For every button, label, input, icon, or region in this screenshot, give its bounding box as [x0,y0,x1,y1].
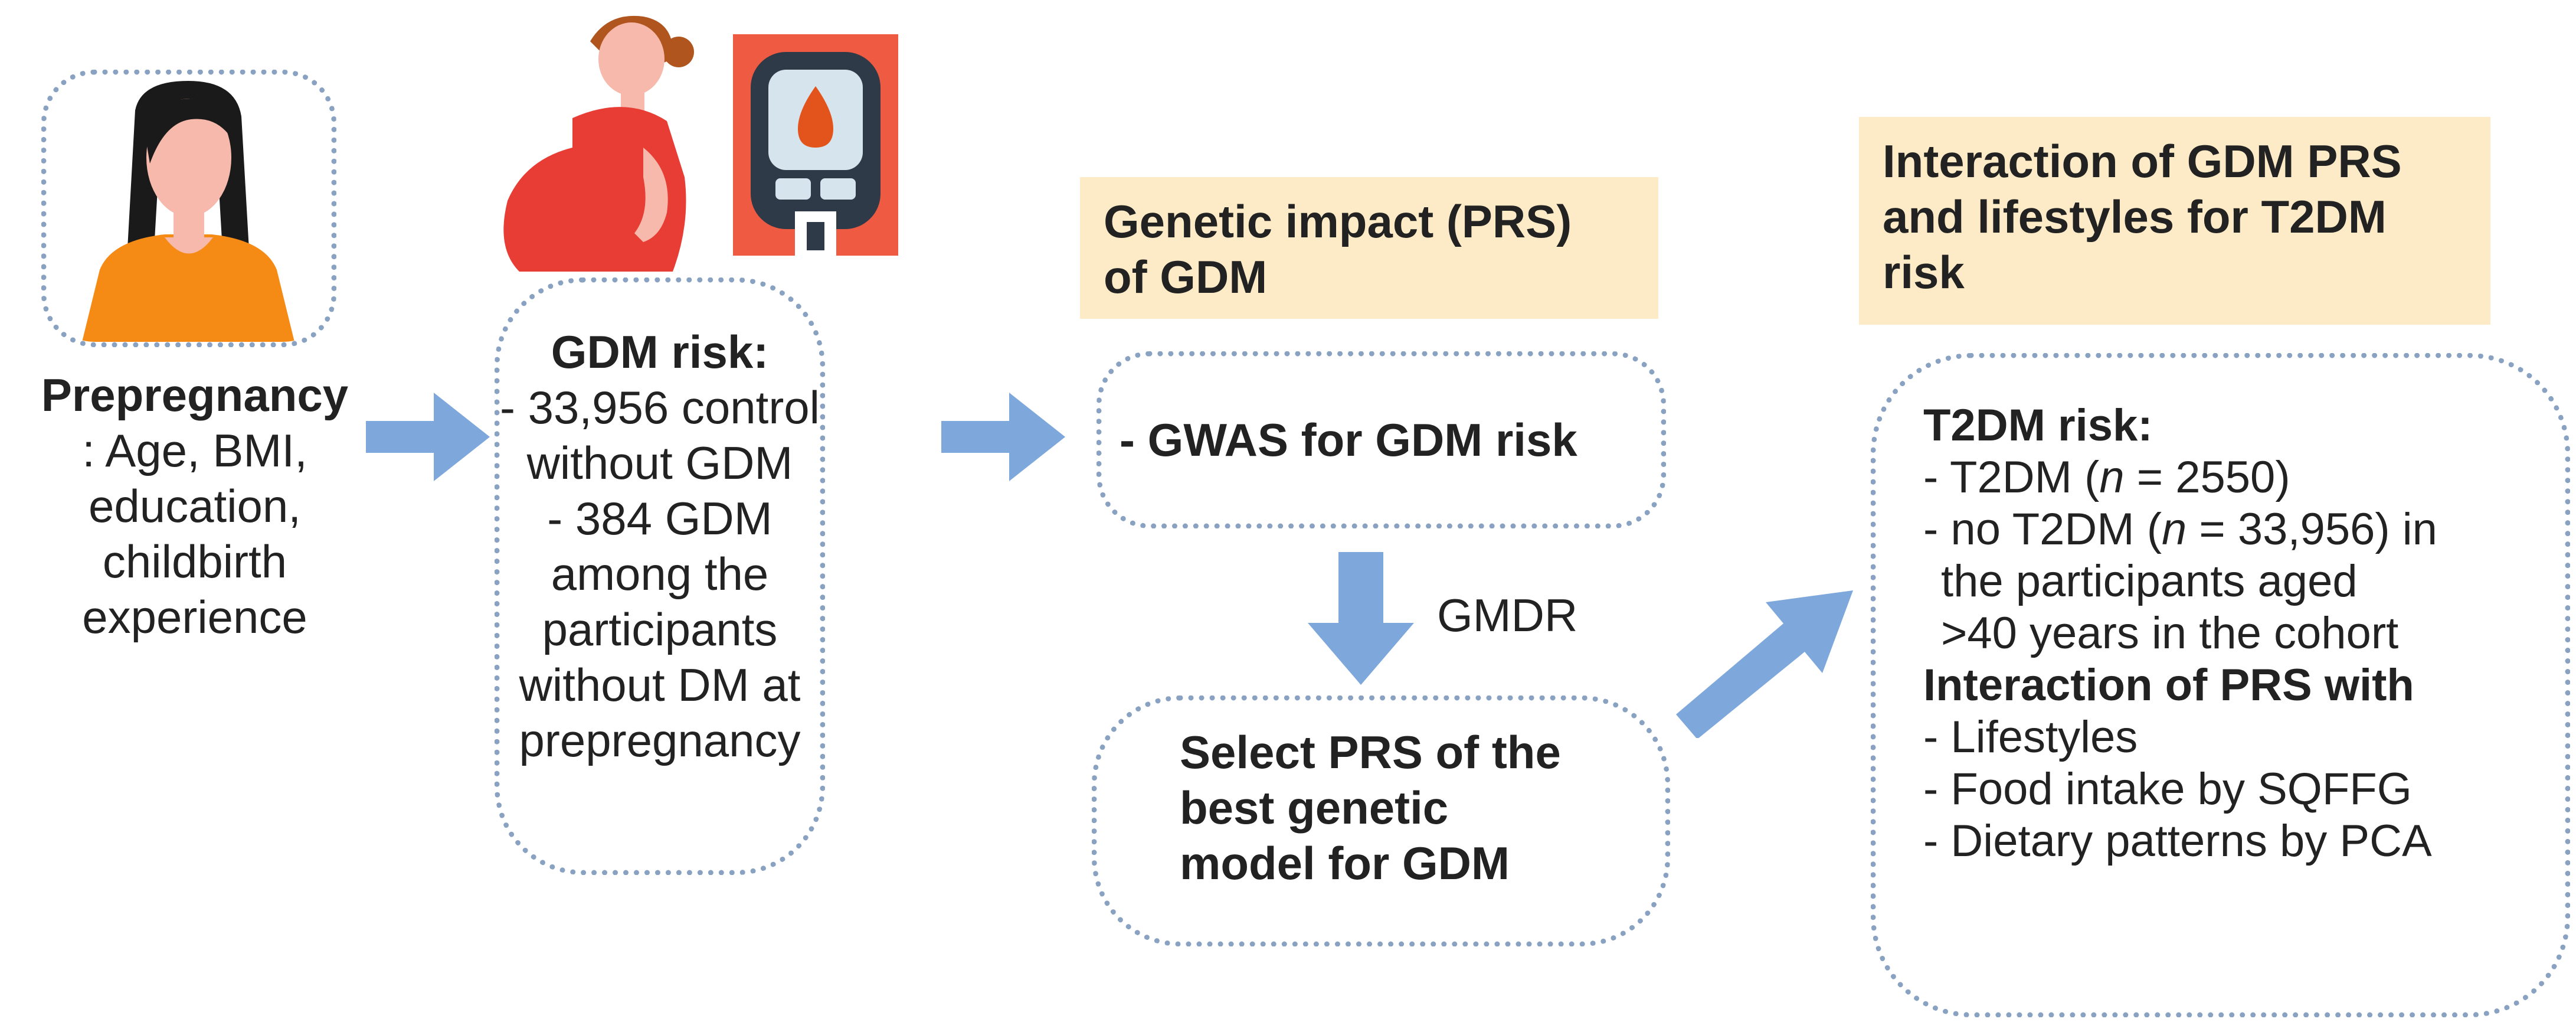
prepregnancy-block: Prepregnancy : Age, BMI, education, chil… [12,367,378,645]
gdm-risk-line: without GDM [526,437,793,489]
prepregnancy-title: Prepregnancy [41,369,349,421]
select-prs-line: Select PRS of the [1180,726,1561,778]
prepregnancy-line: childbirth [102,536,287,587]
arrow-right-1 [366,393,490,481]
no-t2dm-line: - no T2DM (n = 33,956) in [1923,504,2437,554]
interaction-item: - Lifestyles [1923,712,2138,762]
genetic-impact-header: Genetic impact (PRS) of GDM [1080,177,1658,319]
gwas-box: - GWAS for GDM risk [1096,351,1666,528]
t2dm-risk-title: T2DM risk: [1923,400,2153,450]
woman-icon [82,81,294,342]
arrow-diagonal [1676,585,1853,738]
interaction-header: Interaction of GDM PRS and lifestyles fo… [1859,117,2490,325]
pregnant-woman-icon [496,0,720,272]
interaction-item: - Food intake by SQFFG [1923,764,2412,814]
gdm-risk-line: participants [542,603,778,655]
arrow-down [1308,552,1414,685]
prepregnancy-line: : Age, BMI, [82,425,307,476]
interaction-item: - Dietary patterns by PCA [1923,816,2432,866]
select-prs-line: best genetic [1180,782,1449,834]
t2dm-line: - T2DM (n = 2550) [1923,452,2290,502]
prepregnancy-line: education, [89,480,301,532]
select-prs-box: Select PRS of the best genetic model for… [1092,696,1670,946]
gdm-risk-line: prepregnancy [519,714,801,766]
gdm-risk-title: GDM risk: [551,326,769,378]
gmdr-label: GMDR [1437,589,1578,641]
genetic-impact-header-line: of GDM [1104,251,1268,303]
interaction-header-line: risk [1883,246,1965,298]
gdm-risk-line: without DM at [519,659,801,711]
glucose-meter-icon [733,34,898,256]
gdm-risk-box: GDM risk: - 33,956 control without GDM -… [495,277,825,875]
select-prs-line: model for GDM [1180,837,1510,889]
genetic-impact-header-line: Genetic impact (PRS) [1104,195,1572,247]
prepregnancy-line: experience [82,591,307,643]
interaction-of-prs-title: Interaction of PRS with [1923,660,2414,710]
interaction-header-line: Interaction of GDM PRS [1883,135,2402,187]
gwas-label: - GWAS for GDM risk [1120,414,1577,466]
woman-avatar-frame [41,70,336,347]
age-line: >40 years in the cohort [1941,608,2399,658]
interaction-header-line: and lifestyles for T2DM [1883,191,2387,243]
participants-line: the participants aged [1941,556,2358,606]
gdm-risk-line: among the [551,548,769,600]
arrow-right-2 [941,393,1065,481]
t2dm-risk-box: T2DM risk: - T2DM (n = 2550) - no T2DM (… [1871,353,2570,1017]
gdm-risk-line: - 33,956 control [500,381,820,433]
blood-drop-icon [798,86,833,148]
gdm-risk-line: - 384 GDM [547,492,773,544]
